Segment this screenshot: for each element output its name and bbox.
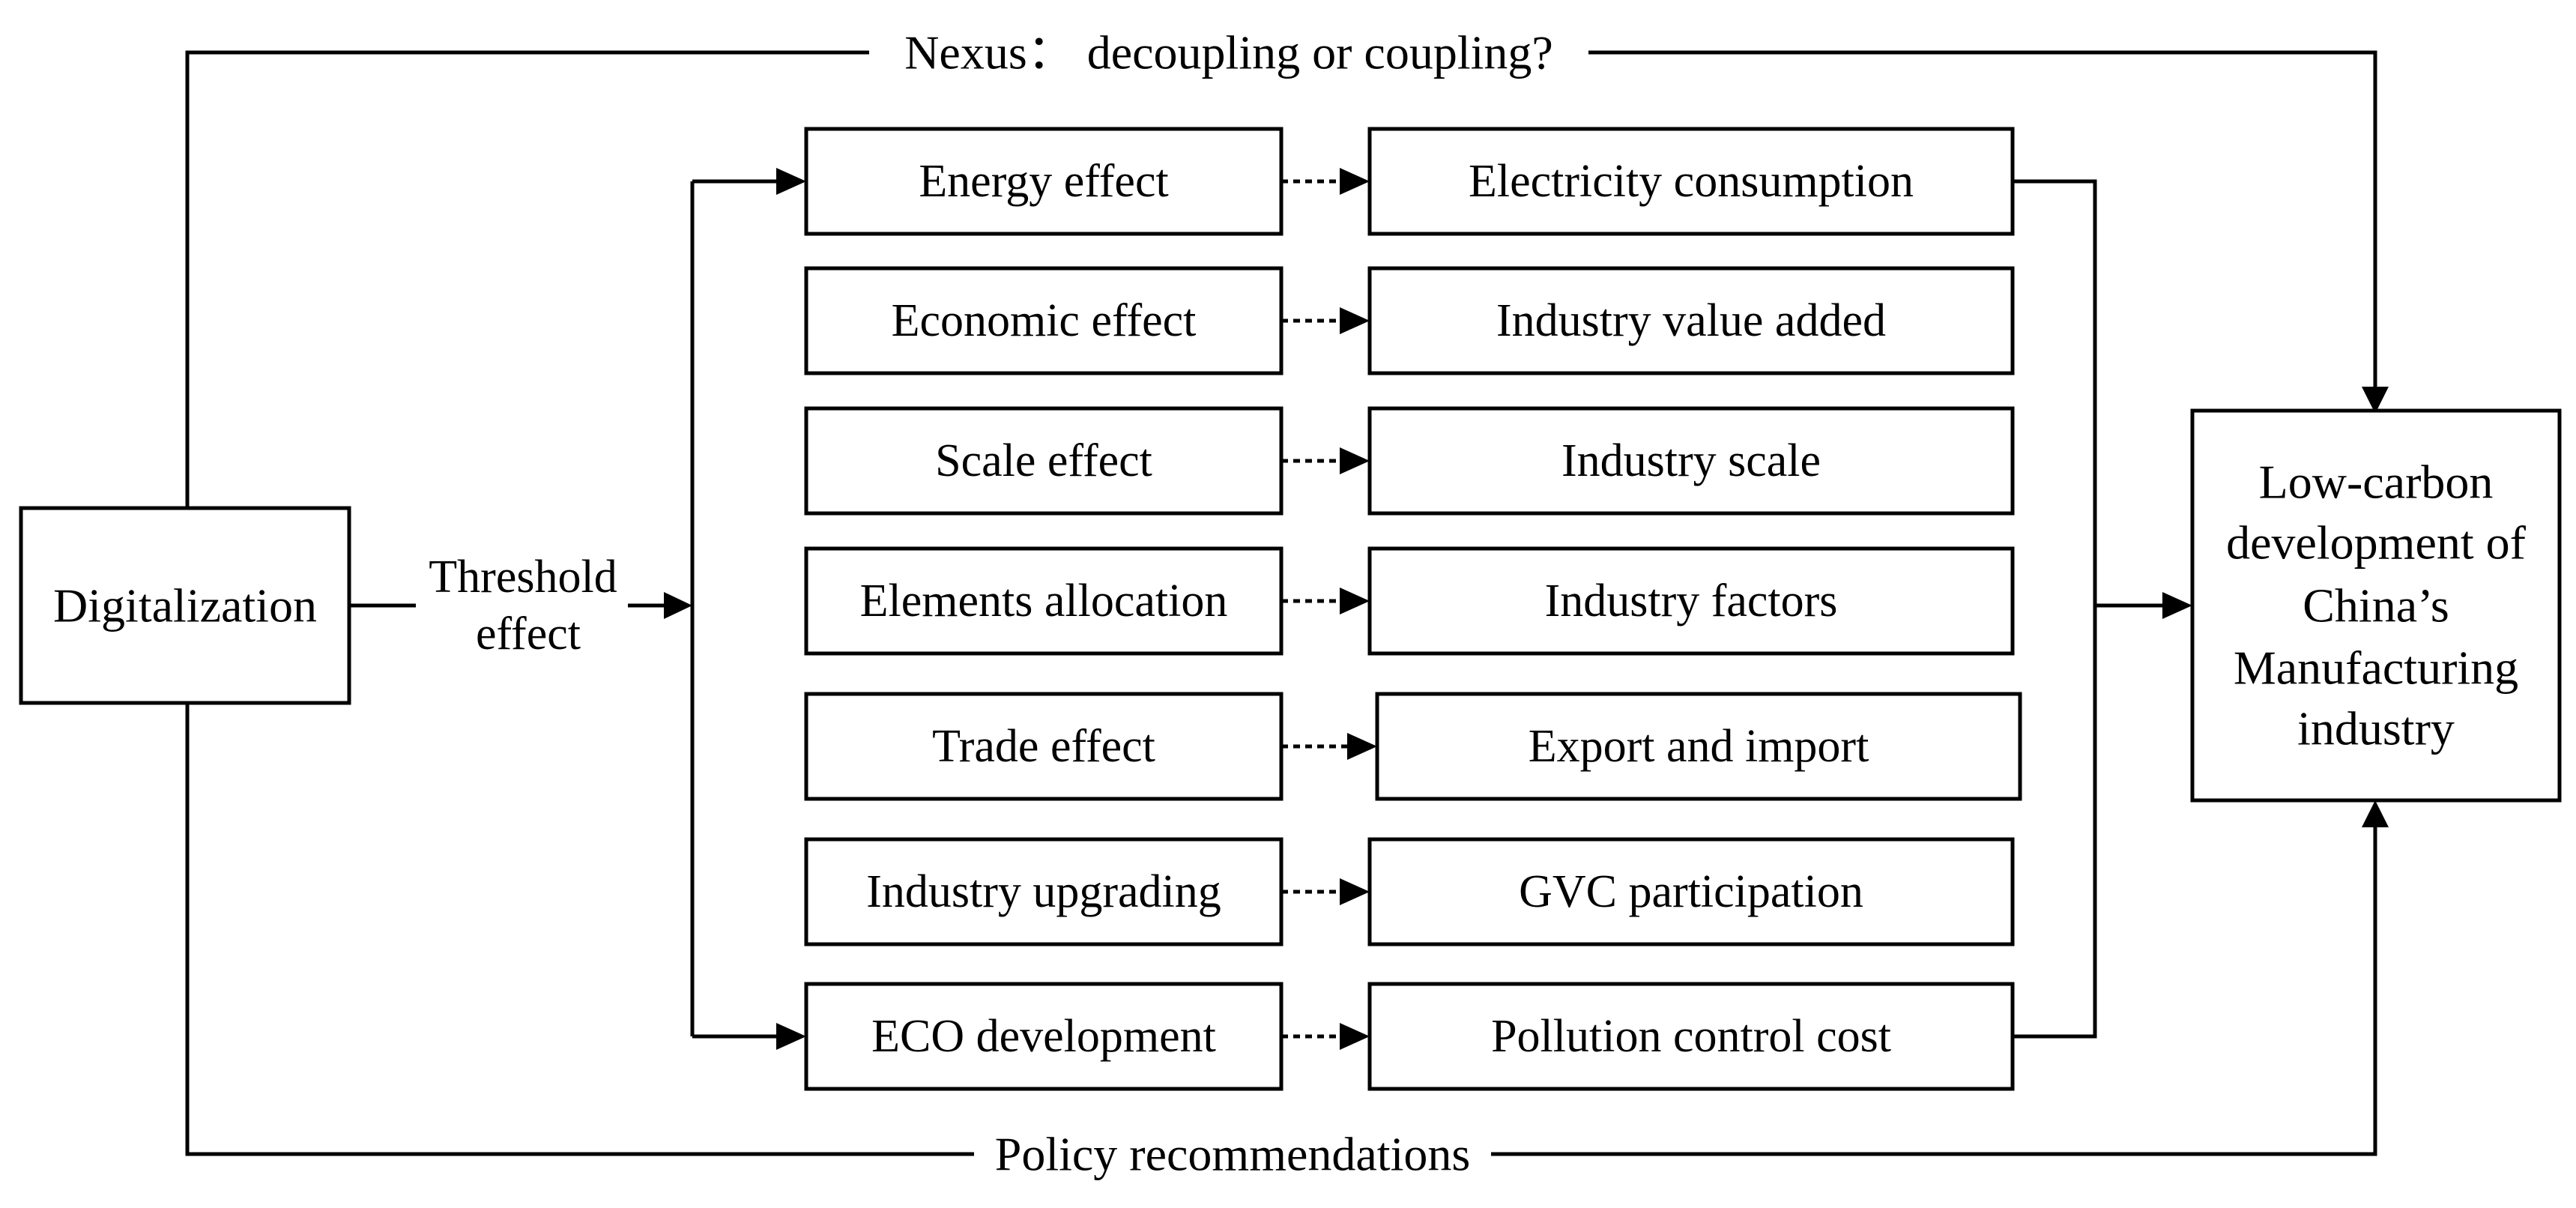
low-carbon-target-box <box>2190 408 2562 803</box>
effect-row-eco: ECO development Pollution control cost <box>804 982 2015 1091</box>
effect-link-arrow-head-economic <box>1340 307 1370 334</box>
effect-row-scale: Scale effect Industry scale <box>804 406 2015 516</box>
effect-link-arrow-head-elements <box>1340 588 1370 614</box>
indicator-box-pollution-control-cost <box>1367 982 2015 1091</box>
effect-label-elements: Elements allocation <box>860 576 1228 626</box>
target-label-line-2: development of <box>2226 516 2527 570</box>
effect-box-economic <box>804 266 1284 375</box>
policy-label: Policy recommendations <box>995 1128 1471 1181</box>
right-bracket-top-line <box>2013 179 2097 1039</box>
effect-label-scale: Scale effect <box>935 435 1152 486</box>
effect-link-arrow-head-energy <box>1340 168 1370 195</box>
nexus-label: Nexus： decoupling or coupling? <box>904 26 1553 79</box>
effect-label-eco: ECO development <box>871 1011 1216 1062</box>
indicator-box-gvc-participation <box>1367 837 2015 946</box>
effect-row-elements: Elements allocation Industry factors <box>804 546 2015 656</box>
effect-link-arrow-head-scale <box>1340 447 1370 474</box>
digitalization-label: Digitalization <box>53 579 317 632</box>
bottom-policy-line-left <box>185 703 974 1156</box>
left-bracket-top-arrow-head <box>776 168 806 195</box>
effect-rows: Energy effect Electricity consumption Ec… <box>804 127 2022 1091</box>
left-bracket-bottom-arrow-head <box>776 1023 806 1050</box>
target-label-line-4: Manufacturing <box>2234 641 2518 695</box>
effect-box-eco <box>804 982 1284 1091</box>
indicator-label-electricity-consumption: Electricity consumption <box>1469 156 1914 207</box>
indicator-box-industry-scale <box>1367 406 2015 516</box>
effect-box-trade <box>804 692 1284 801</box>
top-feedback-line-right <box>1588 50 2377 390</box>
indicator-box-industry-value-added <box>1367 266 2015 375</box>
effect-row-economic: Economic effect Industry value added <box>804 266 2015 375</box>
target-label-line-3: China’s <box>2303 579 2449 632</box>
effect-row-energy: Energy effect Electricity consumption <box>804 127 2015 236</box>
target-label-line-5: industry <box>2297 702 2455 755</box>
effect-box-upgrading <box>804 837 1284 946</box>
digitalization-box <box>19 506 351 705</box>
indicator-label-industry-value-added: Industry value added <box>1496 295 1886 346</box>
effect-label-trade: Trade effect <box>932 721 1155 772</box>
indicator-box-export-and-import <box>1375 692 2022 801</box>
indicator-label-gvc-participation: GVC participation <box>1519 866 1863 917</box>
bottom-arrow-head <box>2362 800 2389 827</box>
indicator-box-industry-factors <box>1367 546 2015 656</box>
effect-link-arrow-head-upgrading <box>1340 878 1370 905</box>
effect-row-upgrading: Industry upgrading GVC participation <box>804 837 2015 946</box>
indicator-label-export-and-import: Export and import <box>1529 721 1869 772</box>
target-label-line-1: Low-carbon <box>2259 456 2494 509</box>
indicator-label-industry-factors: Industry factors <box>1545 576 1838 626</box>
top-arrow-head <box>2362 387 2389 414</box>
effect-label-energy: Energy effect <box>919 156 1168 207</box>
effect-label-economic: Economic effect <box>892 295 1197 346</box>
effect-box-energy <box>804 127 1284 236</box>
effect-link-arrow-head-eco <box>1340 1023 1370 1050</box>
effect-row-trade: Trade effect Export and import <box>804 692 2022 801</box>
threshold-label-line-2: effect <box>476 608 581 659</box>
indicator-label-pollution-control-cost: Pollution control cost <box>1491 1011 1891 1062</box>
indicator-label-industry-scale: Industry scale <box>1561 435 1821 486</box>
threshold-label-line-1: Threshold <box>429 552 617 603</box>
effect-link-arrow-head-trade <box>1347 733 1377 760</box>
effect-label-upgrading: Industry upgrading <box>866 866 1221 917</box>
right-bracket-arrow-head <box>2162 592 2192 619</box>
indicator-box-electricity-consumption <box>1367 127 2015 236</box>
top-feedback-line-left <box>185 50 869 508</box>
threshold-arrow-head <box>664 592 692 619</box>
bottom-policy-line-right <box>1491 824 2377 1156</box>
